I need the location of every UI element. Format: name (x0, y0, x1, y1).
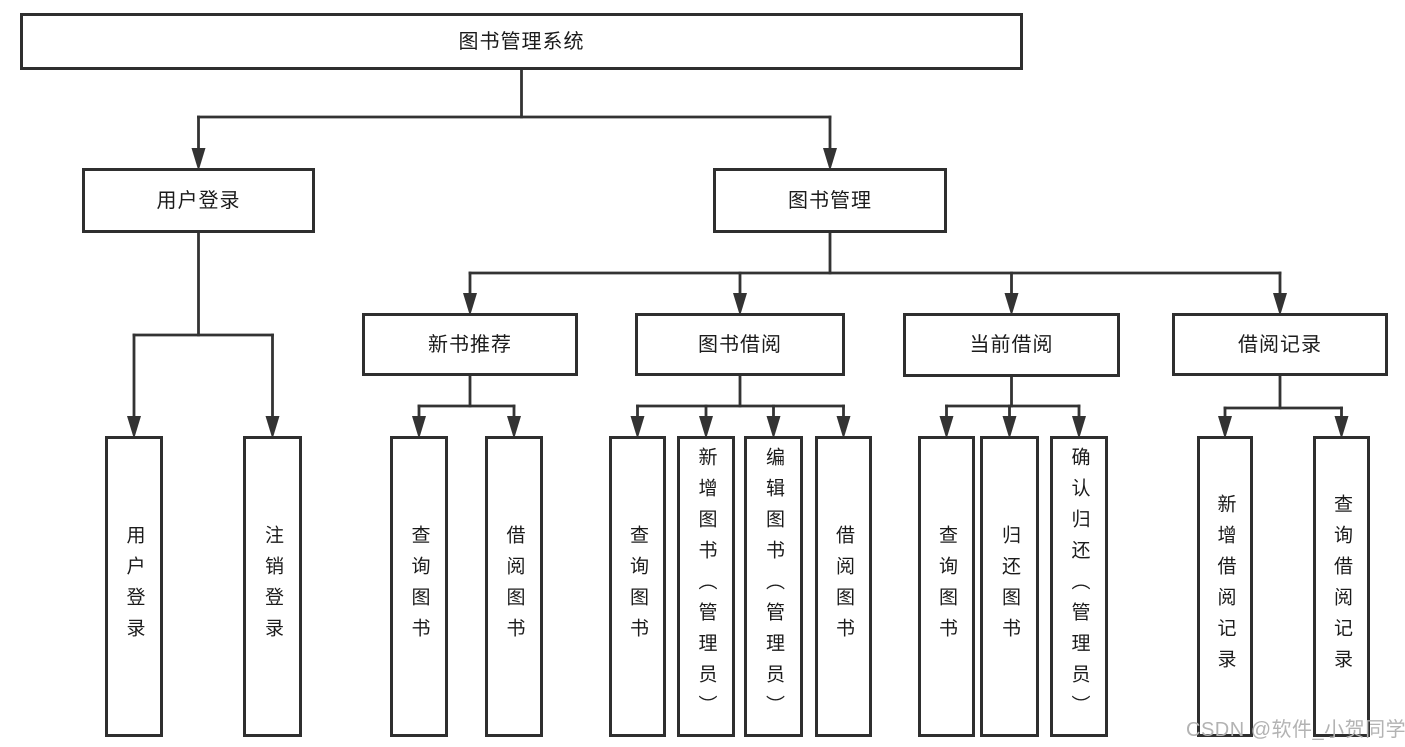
node-book-borrow: 图书借阅 (635, 313, 845, 376)
node-lf-edit-book: 编辑图书（管理员） (744, 436, 803, 737)
node-lf-query-book-3: 查询图书 (918, 436, 975, 737)
csdn-watermark: CSDN @软件_小贺同学 (1186, 719, 1405, 741)
node-book-mgmt: 图书管理 (713, 168, 947, 233)
node-lf-borrow-book-2: 借阅图书 (815, 436, 872, 737)
node-new-book-rec: 新书推荐 (362, 313, 578, 376)
node-lf-user-login: 用户登录 (105, 436, 163, 737)
node-borrow-records: 借阅记录 (1172, 313, 1388, 376)
node-root: 图书管理系统 (20, 13, 1023, 70)
node-lf-query-record: 查询借阅记录 (1313, 436, 1370, 737)
node-current-borrow: 当前借阅 (903, 313, 1120, 377)
node-lf-confirm-return: 确认归还（管理员） (1050, 436, 1108, 737)
node-lf-query-book-2: 查询图书 (609, 436, 666, 737)
node-lf-add-record: 新增借阅记录 (1197, 436, 1253, 737)
node-lf-return-book: 归还图书 (980, 436, 1039, 737)
node-lf-borrow-book-1: 借阅图书 (485, 436, 543, 737)
node-lf-query-book-1: 查询图书 (390, 436, 448, 737)
node-lf-add-book: 新增图书（管理员） (677, 436, 735, 737)
node-user-login: 用户登录 (82, 168, 315, 233)
node-lf-logout: 注销登录 (243, 436, 302, 737)
